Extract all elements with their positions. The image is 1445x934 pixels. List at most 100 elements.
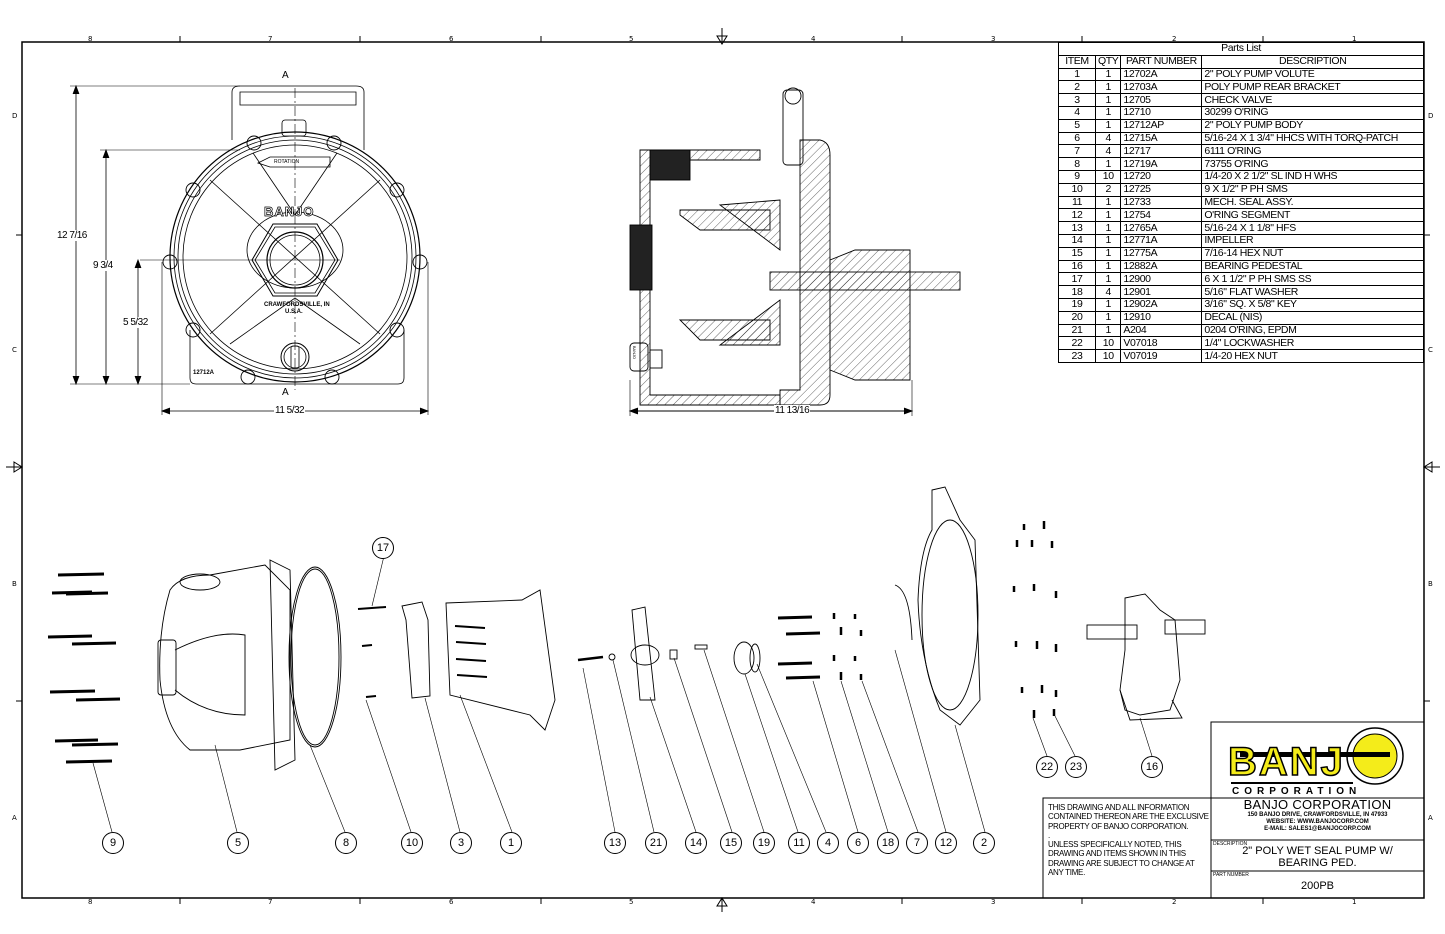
- balloon-22: 22: [1036, 756, 1058, 778]
- zone-row-d-right: D: [1428, 112, 1434, 120]
- balloon-12: 12: [935, 832, 957, 854]
- balloon-7: 7: [906, 832, 928, 854]
- casting-logo: BANJO: [264, 204, 315, 220]
- part-qty: 1: [1094, 195, 1122, 210]
- part-description: 2" POLY PUMP VOLUTE: [1201, 67, 1424, 82]
- dim-flange-height: 9 3/4: [92, 260, 114, 271]
- zone-col-5-bottom: 5: [629, 898, 634, 906]
- part-item: 7: [1058, 144, 1096, 159]
- balloon-3: 3: [450, 832, 472, 854]
- balloon-1: 1: [500, 832, 522, 854]
- part-number: 12900: [1120, 272, 1203, 287]
- parts-list-title: Parts List: [1058, 42, 1424, 56]
- part-qty: 1: [1094, 93, 1122, 107]
- zone-row-d: D: [12, 112, 18, 120]
- part-qty: 1: [1094, 157, 1122, 171]
- part-number: 12765A: [1120, 221, 1203, 235]
- part-description: IMPELLER: [1201, 233, 1424, 248]
- description-line-1: 2" POLY WET SEAL PUMP W/: [1242, 845, 1393, 857]
- part-number: 12771A: [1120, 233, 1203, 248]
- description-label: DESCRIPTION: [1213, 841, 1248, 847]
- part-qty: 1: [1094, 67, 1122, 82]
- zone-col-3-bottom: 3: [991, 898, 996, 906]
- header-item: ITEM: [1058, 54, 1096, 69]
- part-qty: 1: [1094, 208, 1122, 223]
- balloon-17: 17: [372, 537, 394, 559]
- zone-col-4: 4: [811, 35, 816, 43]
- zone-col-4-bottom: 4: [811, 898, 816, 906]
- part-qty: 1: [1094, 310, 1122, 325]
- zone-col-6: 6: [449, 35, 454, 43]
- part-qty: 2: [1094, 182, 1122, 197]
- part-qty: 4: [1094, 131, 1122, 146]
- part-qty: 1: [1094, 323, 1122, 338]
- balloon-23: 23: [1065, 756, 1087, 778]
- notice-change: UNLESS SPECIFICALLY NOTED, THIS DRAWING …: [1048, 840, 1195, 878]
- part-description: 6111 O'RING: [1201, 144, 1424, 159]
- part-description: CHECK VALVE: [1201, 93, 1424, 107]
- zone-col-8: 8: [88, 35, 93, 43]
- zone-row-b-right: B: [1428, 580, 1433, 588]
- part-number: 12720: [1120, 169, 1203, 184]
- part-qty: 1: [1094, 259, 1122, 274]
- balloon-13: 13: [604, 832, 626, 854]
- part-description: 0204 O'RING, EPDM: [1201, 323, 1424, 338]
- casting-location: CRAWFORDSVILLE, IN: [264, 302, 330, 308]
- zone-row-b: B: [12, 580, 17, 588]
- part-item: 9: [1058, 169, 1096, 184]
- balloon-14: 14: [685, 832, 707, 854]
- zone-col-1: 1: [1352, 35, 1357, 43]
- part-description: BEARING PEDESTAL: [1201, 259, 1424, 274]
- part-item: 15: [1058, 246, 1096, 261]
- part-description: 3/16" SQ. X 5/8" KEY: [1201, 297, 1424, 312]
- part-item: 12: [1058, 208, 1096, 223]
- zone-col-6-bottom: 6: [449, 898, 454, 906]
- title-block-frame: [1042, 721, 1425, 899]
- part-description: DECAL (NIS): [1201, 310, 1424, 325]
- part-number: 12703A: [1120, 80, 1203, 95]
- company-website: WEBSITE: WWW.BANJOCORP.COM: [1266, 819, 1369, 825]
- casting-rotation: ROTATION: [274, 159, 300, 165]
- balloon-4: 4: [817, 832, 839, 854]
- zone-row-a: A: [12, 814, 17, 822]
- part-item: 22: [1058, 336, 1096, 351]
- part-qty: 1: [1094, 80, 1122, 95]
- part-item: 20: [1058, 310, 1096, 325]
- part-qty: 1: [1094, 221, 1122, 235]
- part-item: 17: [1058, 272, 1096, 287]
- part-item: 19: [1058, 297, 1096, 312]
- part-item: 6: [1058, 131, 1096, 146]
- part-item: 3: [1058, 93, 1096, 107]
- dim-overall-height: 12 7/16: [56, 230, 88, 241]
- part-description: O'RING SEGMENT: [1201, 208, 1424, 223]
- part-number: 12754: [1120, 208, 1203, 223]
- part-item: 13: [1058, 221, 1096, 235]
- balloon-18: 18: [877, 832, 899, 854]
- zone-col-3: 3: [991, 35, 996, 43]
- part-qty: 10: [1094, 349, 1122, 363]
- part-description: 1/4-20 X 2 1/2" SL IND H WHS: [1201, 169, 1424, 184]
- part-description: 6 X 1 1/2" P PH SMS SS: [1201, 272, 1424, 287]
- part-qty: 1: [1094, 297, 1122, 312]
- drawing-part-number: 200PB: [1300, 880, 1335, 892]
- section-label-bottom: A: [282, 387, 289, 398]
- part-description: 1/4" LOCKWASHER: [1201, 336, 1424, 351]
- part-number: 12910: [1120, 310, 1203, 325]
- part-description: 7/16-14 HEX NUT: [1201, 246, 1424, 261]
- part-qty: 1: [1094, 118, 1122, 133]
- part-qty: 10: [1094, 336, 1122, 351]
- zone-row-c: C: [12, 346, 17, 354]
- plug-cap-label: BANJO: [632, 345, 638, 360]
- part-qty: 1: [1094, 272, 1122, 287]
- part-description: 73755 O'RING: [1201, 157, 1424, 171]
